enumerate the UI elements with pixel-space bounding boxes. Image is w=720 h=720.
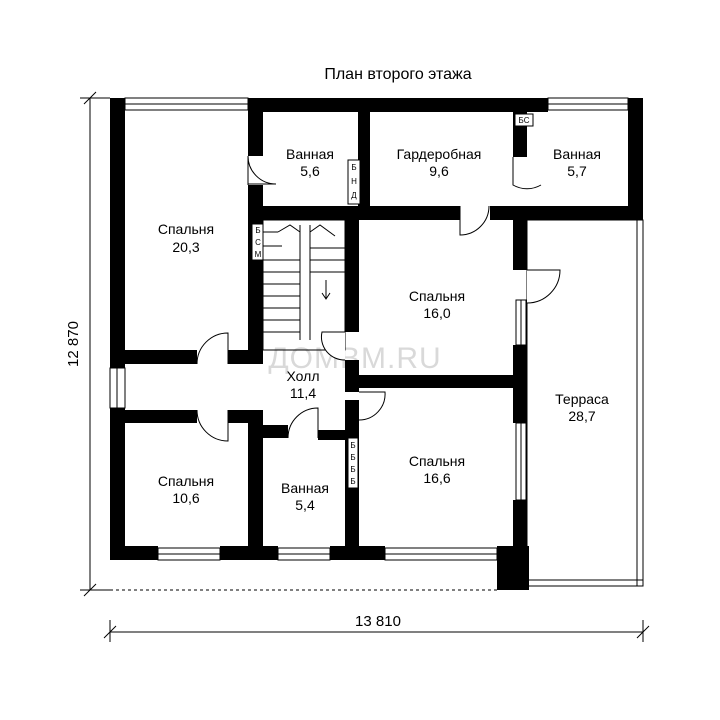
room-area-bathroom-1: 5,6 bbox=[300, 163, 320, 179]
wall-bottom-3 bbox=[330, 546, 385, 560]
room-name-bedroom-3: Спальня bbox=[158, 473, 214, 489]
room-area-bedroom-2: 16,0 bbox=[423, 305, 450, 321]
dimension-width-label: 13 810 bbox=[355, 613, 401, 630]
fixture-label: Б bbox=[350, 465, 355, 474]
room-labels: Ванная 5,6 Гардеробная 9,6 Ванная 5,7 Сп… bbox=[158, 146, 609, 513]
plan-title: План второго этажа bbox=[324, 66, 471, 83]
room-name-bathroom-2: Ванная bbox=[553, 146, 601, 162]
room-name-terrace: Терраса bbox=[555, 391, 609, 407]
doors bbox=[196, 155, 561, 442]
door-bedroom1 bbox=[196, 332, 229, 365]
door-bath3 bbox=[287, 407, 319, 439]
wall-bath3-top-left bbox=[248, 425, 288, 438]
wall-left-upper bbox=[110, 98, 125, 368]
wall-left-lower bbox=[110, 408, 125, 560]
wall-mid-horizontal-right bbox=[490, 206, 643, 220]
fixture-label: Б bbox=[351, 163, 356, 172]
wall-top-center bbox=[248, 98, 548, 112]
wall-bedroom3-bath3 bbox=[248, 410, 263, 560]
wall-stair-right bbox=[345, 220, 359, 332]
room-name-bedroom-1: Спальня bbox=[158, 221, 214, 237]
door-bedroom3 bbox=[196, 409, 229, 442]
wall-bedroom2-bottom bbox=[345, 375, 527, 388]
door-bedroom2 bbox=[526, 269, 561, 304]
room-area-bathroom-2: 5,7 bbox=[567, 163, 587, 179]
room-area-bedroom-1: 20,3 bbox=[172, 239, 199, 255]
room-area-terrace: 28,7 bbox=[568, 408, 595, 424]
fixture-bath1-stack bbox=[347, 159, 361, 205]
fixture-bath2-box bbox=[514, 113, 534, 127]
fixture-label: Н bbox=[351, 177, 357, 186]
door-hall-bedroom2 bbox=[320, 331, 346, 361]
door-dressing bbox=[459, 205, 490, 236]
door-bath1 bbox=[247, 155, 277, 185]
door-bath2 bbox=[512, 157, 542, 190]
wall-right-upper bbox=[628, 98, 643, 216]
door-bedroom4 bbox=[358, 391, 386, 421]
fixture-label: М bbox=[255, 250, 262, 259]
windows bbox=[109, 97, 629, 561]
fixtures: Б Н Д БС Б С М Б Б Б Б bbox=[251, 113, 534, 489]
wall-bedroom4-right-bottom bbox=[513, 500, 527, 550]
room-name-bathroom-1: Ванная bbox=[286, 146, 334, 162]
wall-bedroom3-top-left bbox=[125, 410, 197, 423]
room-name-bedroom-4: Спальня bbox=[409, 453, 465, 469]
wall-bath1-dressing bbox=[358, 112, 370, 212]
wall-bottom-1 bbox=[110, 546, 158, 560]
fixture-label: Б bbox=[350, 453, 355, 462]
terrace-railing bbox=[526, 219, 644, 587]
fixture-label: Б bbox=[255, 226, 260, 235]
wall-bottom-2 bbox=[220, 546, 278, 560]
wall-bath1-left-top bbox=[248, 98, 263, 156]
wall-bedroom1-bottom-right bbox=[228, 350, 263, 364]
fixture-stair-side bbox=[251, 223, 264, 261]
fixture-label: Д bbox=[351, 191, 357, 200]
dimension-depth-label: 12 870 bbox=[65, 321, 82, 367]
fixture-label: Б bbox=[350, 441, 355, 450]
room-name-dressing: Гардеробная bbox=[397, 146, 482, 162]
room-name-bedroom-2: Спальня bbox=[409, 288, 465, 304]
room-area-bedroom-3: 10,6 bbox=[172, 490, 199, 506]
fixture-label: С bbox=[255, 238, 261, 247]
room-area-hall: 11,4 bbox=[290, 385, 316, 401]
room-area-bathroom-3: 5,4 bbox=[295, 497, 315, 513]
wall-bath3-top-right bbox=[318, 430, 359, 440]
wall-terrace-post bbox=[497, 546, 529, 590]
wall-bedroom1-bottom-left bbox=[125, 350, 197, 364]
room-area-dressing: 9,6 bbox=[429, 163, 449, 179]
fixture-label: Б bbox=[350, 477, 355, 486]
room-name-hall: Холл bbox=[287, 368, 320, 384]
staircase bbox=[262, 219, 346, 351]
room-area-bedroom-4: 16,6 bbox=[423, 470, 450, 486]
wall-bedroom2-right-top bbox=[513, 220, 527, 270]
wall-mid-horizontal-left bbox=[248, 206, 460, 220]
dimension-lines: 12 870 13 810 bbox=[65, 91, 650, 642]
fixture-bath3-stack bbox=[347, 437, 359, 489]
room-name-bathroom-3: Ванная bbox=[281, 480, 329, 496]
fixture-label: БС bbox=[519, 116, 530, 125]
